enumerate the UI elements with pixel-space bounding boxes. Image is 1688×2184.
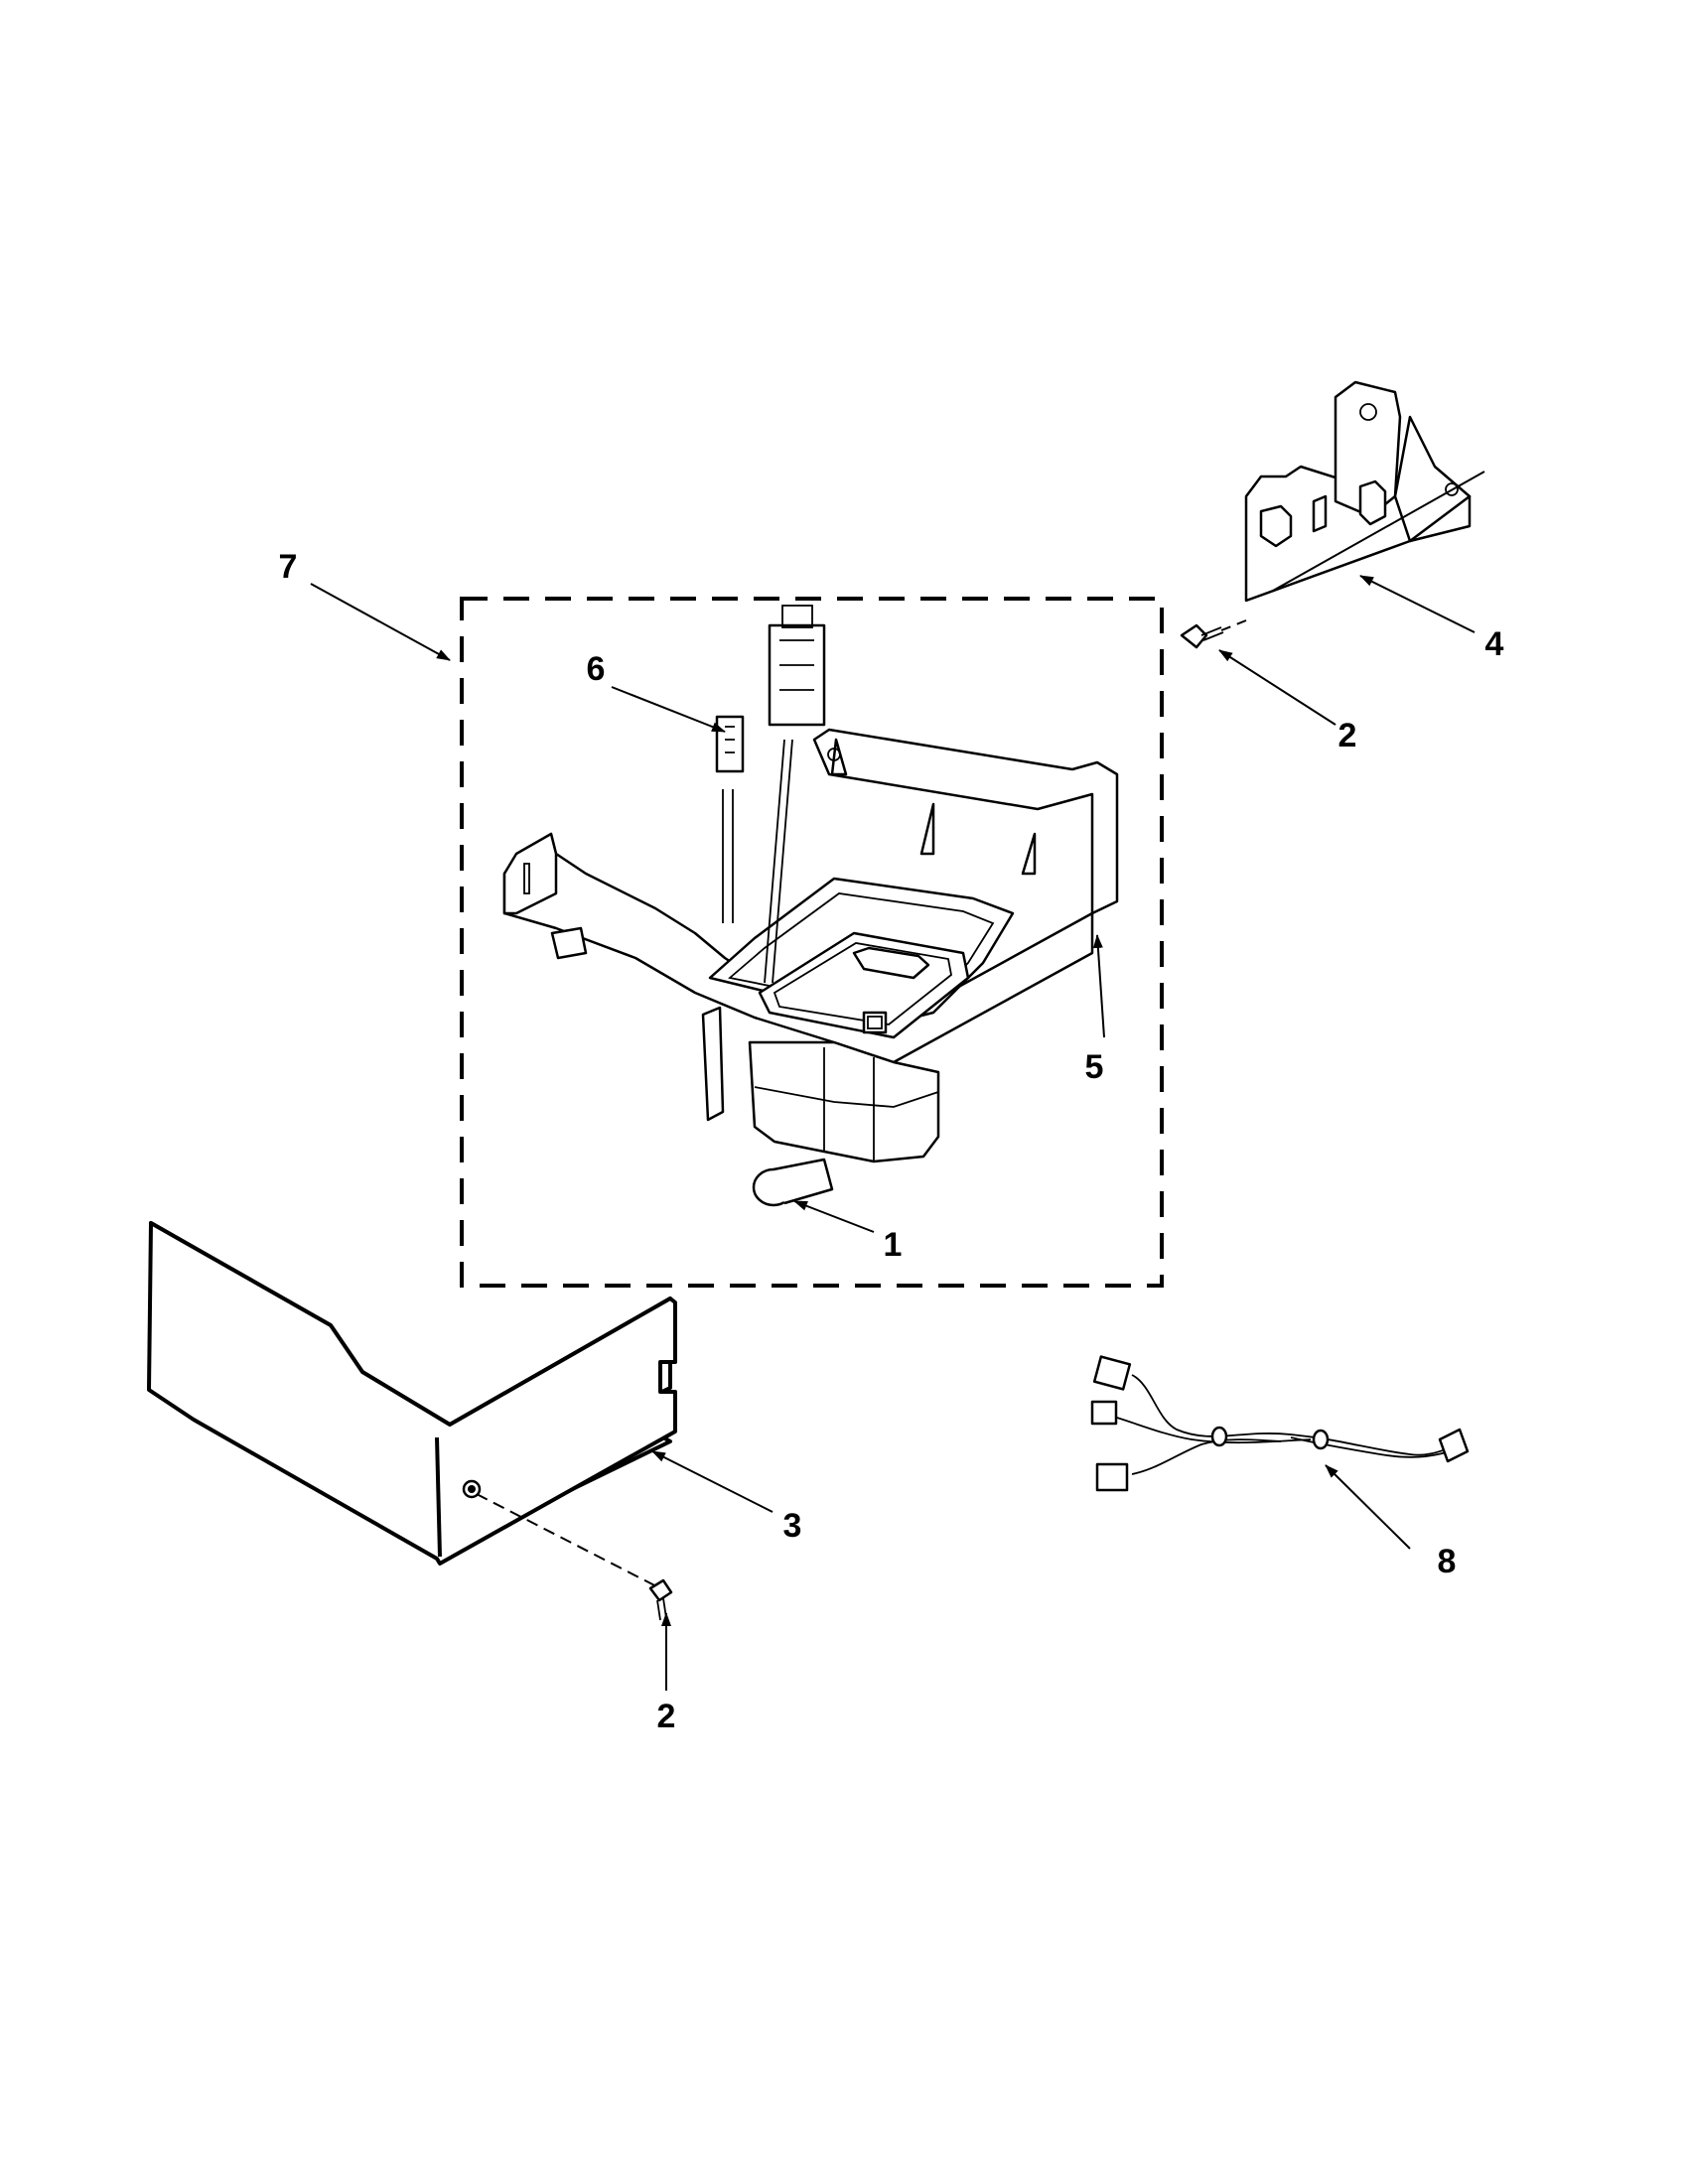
leader-7 xyxy=(310,583,451,661)
callout-5: 5 xyxy=(1085,1048,1104,1086)
guide-line-bracket xyxy=(1272,471,1485,592)
leader-4 xyxy=(1359,575,1476,633)
leader-5 xyxy=(1092,934,1105,1038)
callout-1: 1 xyxy=(884,1226,903,1264)
leader-2-top xyxy=(1218,649,1336,726)
pump-wire-leads xyxy=(715,605,826,984)
callout-4: 4 xyxy=(1485,625,1504,663)
guide-line-bottom xyxy=(476,1493,661,1589)
callout-2-bottom: 2 xyxy=(657,1698,676,1735)
guide-line-top xyxy=(1220,619,1247,631)
callout-8: 8 xyxy=(1438,1543,1457,1580)
leader-6 xyxy=(611,686,726,733)
tray-assembly xyxy=(502,728,1119,1207)
leader-8 xyxy=(1325,1464,1411,1550)
screw-top xyxy=(1180,623,1224,649)
wire-harness xyxy=(1090,1355,1470,1492)
leader-1 xyxy=(793,1200,875,1233)
callout-7: 7 xyxy=(279,548,298,586)
cover-panel xyxy=(147,1221,677,1566)
screw-bottom xyxy=(648,1578,673,1621)
assembly-dashed-box xyxy=(460,597,1164,1288)
callout-2-top: 2 xyxy=(1338,717,1357,754)
rear-bracket xyxy=(1244,380,1472,603)
leader-3 xyxy=(651,1450,774,1513)
callout-3: 3 xyxy=(783,1507,802,1545)
callout-6: 6 xyxy=(587,650,606,688)
